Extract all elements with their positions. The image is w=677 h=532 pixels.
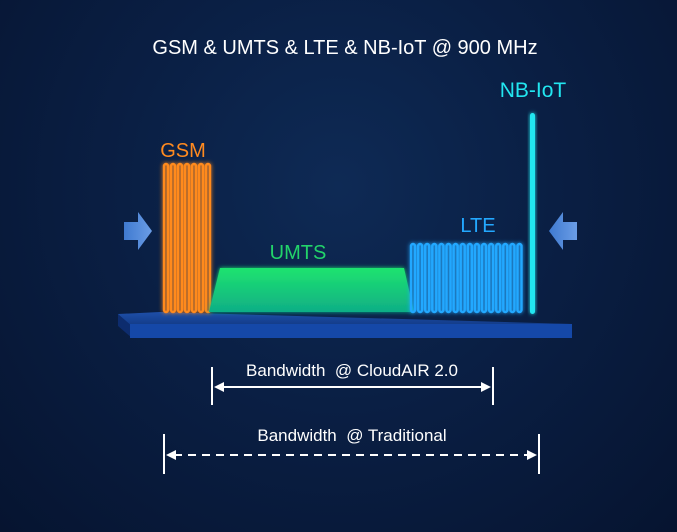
lte-carrier — [516, 242, 523, 314]
lte-carrier — [495, 242, 502, 314]
lte-carriers — [409, 242, 523, 314]
gsm-carrier — [183, 162, 191, 314]
spectrum-base — [118, 312, 572, 338]
lte-carrier — [480, 242, 488, 314]
nbiot-label: NB-IoT — [500, 79, 567, 102]
lte-carrier — [424, 242, 431, 314]
bandwidth-cloudair-dimension — [211, 367, 494, 405]
lte-carrier — [416, 242, 424, 314]
bandwidth-traditional-dimension — [163, 434, 540, 474]
lte-carrier — [509, 242, 516, 314]
gsm-carrier — [169, 162, 177, 314]
gsm-label: GSM — [160, 140, 206, 162]
lte-carrier — [466, 242, 473, 314]
gsm-carrier — [162, 162, 170, 314]
lte-carrier — [452, 242, 459, 314]
umts-band — [209, 268, 414, 312]
lte-carrier — [438, 242, 445, 314]
nbiot-carrier — [530, 113, 535, 314]
lte-label: LTE — [460, 215, 495, 237]
gsm-carrier — [204, 162, 212, 314]
umts-label: UMTS — [270, 242, 327, 264]
lte-carrier — [431, 242, 438, 314]
arrow-right-icon — [124, 212, 152, 250]
lte-carrier — [445, 242, 452, 314]
gsm-carrier — [197, 162, 205, 314]
lte-carrier — [409, 242, 417, 314]
diagram-title: GSM & UMTS & LTE & NB-IoT @ 900 MHz — [152, 37, 537, 59]
lte-carrier — [459, 242, 466, 314]
bandwidth-cloudair-label: Bandwidth @ CloudAIR 2.0 — [246, 361, 458, 380]
lte-carrier — [487, 242, 495, 314]
arrow-left-icon — [549, 212, 577, 250]
lte-carrier — [473, 242, 481, 314]
lte-carrier — [502, 242, 509, 314]
gsm-carrier — [176, 162, 184, 314]
gsm-carriers — [162, 162, 212, 314]
bandwidth-traditional-label: Bandwidth @ Traditional — [257, 426, 446, 445]
gsm-carrier — [190, 162, 198, 314]
